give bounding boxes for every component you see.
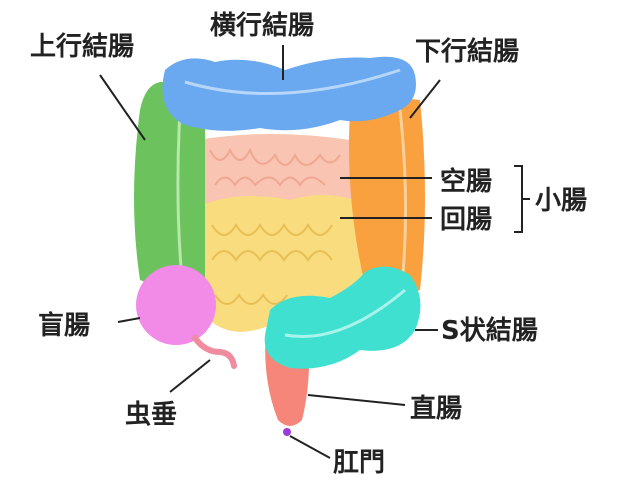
cecum-shape: [136, 265, 216, 345]
leader-appendix: [169, 359, 211, 393]
leader-ascending-colon: [99, 74, 146, 141]
jejunum-folds: [209, 147, 341, 187]
label-jejunum: 空腸: [440, 166, 492, 197]
label-ascending-colon: 上行結腸: [30, 31, 134, 62]
label-sigmoid-colon: S状結腸: [441, 315, 538, 346]
leader-rectum: [307, 394, 406, 406]
leader-anus: [289, 435, 331, 459]
label-small-intestine: 小腸: [535, 186, 587, 216]
sigmoid-colon-highlight: [284, 288, 406, 339]
leader-cecum: [117, 317, 141, 323]
small-intestine-bracket: [514, 165, 530, 233]
descending-colon-highlight: [398, 109, 408, 286]
appendix-shape: [192, 335, 237, 369]
anus-dot: [283, 428, 291, 436]
label-anus: 肛門: [333, 448, 385, 478]
label-cecum: 盲腸: [38, 310, 90, 341]
sigmoid-colon-shape: [264, 266, 421, 369]
ileum-folds: [211, 223, 333, 305]
transverse-colon-highlight: [184, 68, 401, 96]
leader-descending-colon: [409, 79, 441, 119]
ascending-colon-highlight: [176, 109, 184, 281]
ascending-colon-shape: [134, 81, 205, 289]
jejunum-shape: [198, 134, 352, 215]
label-ileum: 回腸: [440, 205, 492, 235]
label-rectum: 直腸: [410, 394, 462, 424]
label-appendix: 虫垂: [125, 400, 177, 430]
label-descending-colon: 下行結腸: [415, 36, 519, 67]
label-transverse-colon: 横行結腸: [210, 10, 314, 41]
